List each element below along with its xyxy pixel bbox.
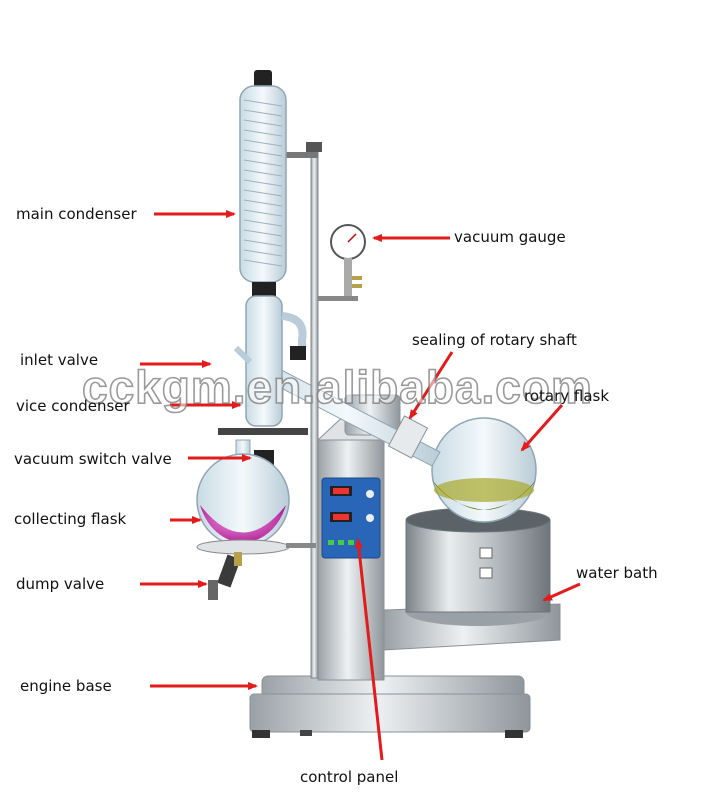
label-rotary-flask: rotary flask — [524, 387, 610, 405]
main-condenser-coil — [239, 70, 287, 296]
vacuum-gauge-dial — [330, 224, 366, 296]
arrow-water-bath — [542, 582, 581, 602]
label-collecting-flask: collecting flask — [14, 510, 127, 528]
label-engine-base: engine base — [20, 677, 112, 695]
water-bath-vessel — [405, 507, 551, 626]
dump-valve-body — [208, 552, 242, 600]
label-vacuum-switch-valve: vacuum switch valve — [14, 450, 172, 468]
label-sealing-of-rotary-shaft: sealing of rotary shaft — [412, 331, 577, 349]
arrow-rotary-flask — [520, 404, 564, 452]
collecting-flask-vessel — [196, 439, 316, 555]
label-dump-valve: dump valve — [16, 575, 105, 593]
rotary-flask-vessel — [431, 417, 537, 523]
label-water-bath: water bath — [576, 564, 658, 582]
watermark: cckgm.en.alibaba.com — [81, 360, 593, 414]
control-panel-face — [321, 477, 381, 559]
vice-condenser-body — [218, 295, 308, 466]
leader-arrows — [140, 210, 581, 761]
arrow-control-panel — [354, 538, 384, 761]
label-inlet-valve: inlet valve — [20, 351, 99, 369]
arrow-sealing — [408, 351, 454, 420]
label-vacuum-gauge: vacuum gauge — [454, 228, 566, 246]
label-vice-condenser: vice condenser — [16, 397, 130, 415]
label-main-condenser: main condenser — [16, 205, 137, 223]
engine-base — [249, 675, 531, 738]
label-control-panel: control panel — [300, 768, 399, 786]
